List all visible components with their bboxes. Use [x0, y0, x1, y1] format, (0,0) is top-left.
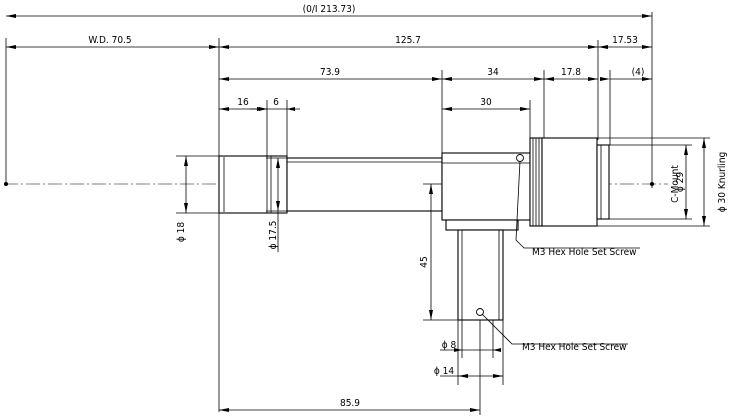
callout-leaders	[481, 160, 640, 345]
side-length-label: 45	[419, 256, 430, 267]
set-screw-lower-label: M3 Hex Hole Set Screw	[522, 342, 626, 353]
barrel-length-label: 73.9	[320, 67, 340, 78]
mount-type-label: C-Mount	[670, 165, 681, 203]
flange-label: (4)	[632, 67, 645, 78]
set-screw-upper-hole	[516, 154, 524, 162]
diameter-side-inner-label: ϕ 8	[442, 340, 457, 351]
mount-to-image-label: 17.53	[612, 35, 638, 46]
set-screw-lower-hole	[476, 308, 484, 316]
working-distance-label: W.D. 70.5	[88, 35, 131, 46]
mount-ring	[541, 137, 598, 227]
diameter-barrel-label: ϕ 17.5	[268, 221, 279, 250]
side-neck	[445, 219, 519, 231]
diameter-mount-label: ϕ 29	[675, 172, 686, 193]
knurl-ring-label: 17.8	[561, 67, 581, 78]
diameter-knurl-label: ϕ 30 Knurling	[717, 152, 728, 213]
set-screw-upper-label: M3 Hex Hole Set Screw	[532, 247, 636, 258]
side-tube	[457, 229, 504, 321]
diameter-front-label: ϕ 18	[176, 222, 187, 243]
extension-lines	[5, 12, 710, 415]
block-width-label: 30	[480, 97, 492, 108]
lens-body	[218, 137, 610, 321]
segment-a-label: 16	[237, 97, 249, 108]
knurl-ring	[529, 137, 543, 227]
overall-length-label: (0/I 213.73)	[303, 4, 356, 15]
front-tube	[218, 155, 288, 214]
segment-b-label: 6	[273, 97, 279, 108]
c-mount-thread	[596, 144, 610, 220]
prism-block-label: 34	[487, 67, 499, 78]
lens-length-label: 125.7	[395, 35, 421, 46]
dimension-lines	[6, 14, 706, 412]
axis-offset-label: 85.9	[340, 398, 360, 409]
prism-block	[441, 152, 531, 221]
diameter-side-outer-label: ϕ 14	[434, 366, 455, 377]
barrel	[286, 157, 443, 212]
